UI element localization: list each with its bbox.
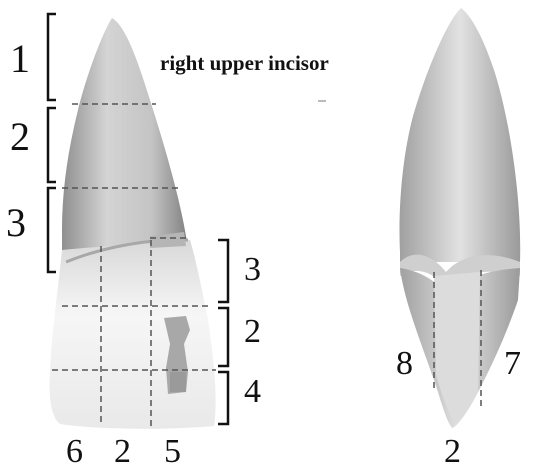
crown-third-label-1: 3	[244, 251, 261, 288]
root-third-label-1: 1	[10, 36, 30, 81]
bottom-label-distal: 6	[66, 433, 83, 469]
root-brackets	[48, 14, 56, 272]
stray-mark	[318, 100, 326, 102]
root-third-label-2: 2	[10, 114, 30, 159]
crown-third-label-2: 2	[244, 313, 261, 350]
right-label-lingual: 7	[504, 345, 521, 382]
right-label-labial: 8	[396, 345, 413, 382]
bottom-label-middle: 2	[114, 433, 131, 469]
left-tooth-crown	[49, 240, 215, 429]
root-third-label-3: 3	[6, 200, 26, 245]
right-tooth: 8 7 2	[396, 8, 521, 469]
left-contact-patch-2	[170, 372, 186, 392]
right-tooth-root	[400, 8, 521, 262]
right-label-incisal: 2	[444, 433, 461, 469]
crown-third-label-3: 4	[244, 373, 261, 410]
bottom-label-mesial: 5	[164, 433, 181, 469]
diagram-title: right upper incisor	[160, 51, 329, 75]
left-tooth: 1 2 3 3 2 4 6 2 5	[6, 14, 261, 469]
crown-brackets	[218, 240, 228, 424]
